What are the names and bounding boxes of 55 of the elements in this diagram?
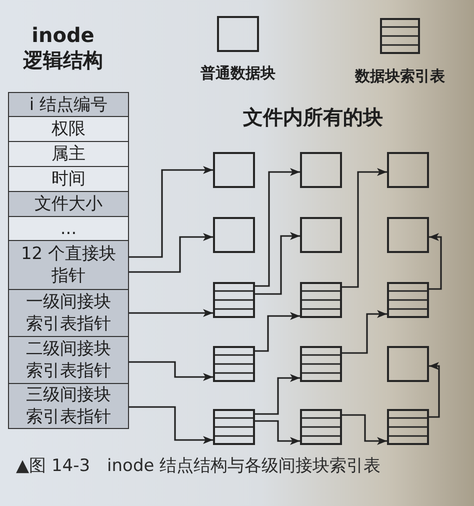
arrow xyxy=(429,362,440,418)
field-label: 时间 xyxy=(52,168,86,190)
field-label: i 结点编号 xyxy=(29,94,108,116)
data-block xyxy=(213,152,255,188)
inode-field-row xyxy=(8,216,129,241)
arrow xyxy=(255,420,300,445)
arrow xyxy=(129,233,213,273)
data-block xyxy=(213,217,255,253)
data-block xyxy=(300,217,342,253)
inode-field-row xyxy=(8,240,129,290)
arrow xyxy=(129,166,213,258)
index-table-block xyxy=(213,282,255,318)
inode-field-row xyxy=(8,92,129,117)
inode-structure-heading: inode 逻辑结构 xyxy=(22,23,104,73)
field-label: 12 个直接块指针 xyxy=(20,243,118,287)
inode-field-row xyxy=(8,116,129,142)
arrow xyxy=(255,232,300,295)
arrow xyxy=(429,233,442,290)
data-block xyxy=(387,152,429,188)
figure-caption: ▲图 14-3 inode 结点结构与各级间接块索引表 xyxy=(16,455,381,477)
inode-field-row xyxy=(8,141,129,167)
legend-label: 数据块索引表 xyxy=(354,66,446,86)
arrow xyxy=(255,374,300,415)
index-table-block xyxy=(300,282,342,318)
arrow xyxy=(129,309,213,317)
arrow xyxy=(129,406,213,444)
index-table-block xyxy=(300,346,342,382)
field-label: 文件大小 xyxy=(34,193,102,215)
index-table-block xyxy=(213,346,255,382)
inode-field-row xyxy=(8,191,129,217)
field-label: 属主 xyxy=(52,143,86,165)
index-table-block xyxy=(387,282,429,318)
field-label: 三级间接块索引表指针 xyxy=(25,384,112,428)
arrow xyxy=(342,168,387,288)
index-table-block xyxy=(300,409,342,445)
arrow xyxy=(342,414,387,445)
data-block xyxy=(387,346,429,382)
inode-field-row xyxy=(8,166,129,192)
field-label: 二级间接块索引表指针 xyxy=(25,338,112,382)
inode-field-row xyxy=(8,289,129,337)
inode-field-row xyxy=(8,336,129,384)
index-table-block xyxy=(213,409,255,445)
arrow xyxy=(255,312,300,352)
arrow xyxy=(255,168,300,287)
arrow xyxy=(342,310,387,354)
index-table-block xyxy=(387,409,429,445)
field-label: 一级间接块索引表指针 xyxy=(25,291,112,335)
inode-field-row xyxy=(8,383,129,429)
legend-label: 普通数据块 xyxy=(200,63,276,83)
data-block xyxy=(300,152,342,188)
blocks-heading: 文件内所有的块 xyxy=(242,104,384,130)
field-label: 权限 xyxy=(52,118,86,140)
data-block xyxy=(387,217,429,253)
arrow xyxy=(129,361,213,381)
field-label: ... xyxy=(60,218,77,240)
